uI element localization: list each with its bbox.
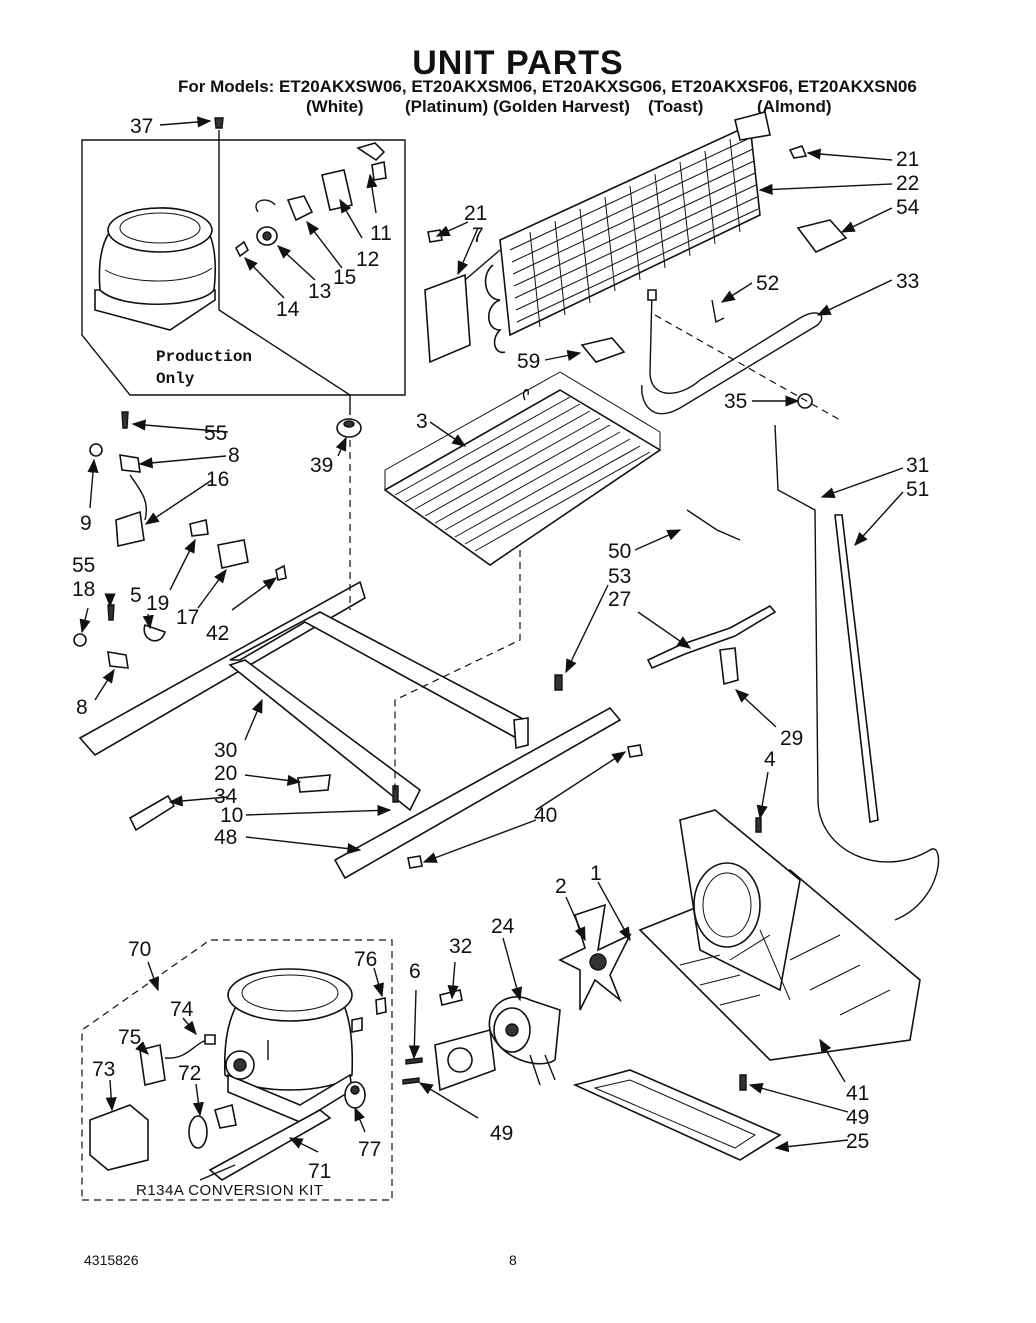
callout-49-left: 49	[490, 1122, 513, 1145]
color-white: (White)	[306, 97, 364, 116]
callout-76: 76	[354, 948, 377, 971]
overload-protector-parts	[214, 117, 387, 258]
color-golden-harvest: (Golden Harvest)	[493, 97, 630, 116]
callout-25: 25	[846, 1130, 869, 1153]
compressor-production	[94, 207, 217, 331]
callout-18: 18	[72, 578, 95, 601]
callout-55-top: 55	[204, 422, 227, 445]
callout-7: 7	[472, 224, 484, 247]
callout-70: 70	[128, 938, 151, 961]
callout-39: 39	[310, 454, 333, 477]
callout-29: 29	[780, 727, 803, 750]
callout-49-right: 49	[846, 1106, 869, 1129]
color-platinum: (Platinum)	[405, 97, 489, 116]
thermistor-and-clips	[427, 145, 848, 363]
callout-55-left: 55	[72, 554, 95, 577]
callout-16: 16	[206, 468, 229, 491]
callout-11: 11	[370, 222, 392, 245]
callout-4: 4	[764, 748, 776, 771]
production-note-line2: Only	[156, 370, 195, 388]
color-almond: (Almond)	[757, 97, 832, 116]
production-note-line1: Production	[156, 348, 252, 366]
callout-73: 73	[92, 1058, 115, 1081]
callout-53: 53	[608, 565, 631, 588]
callout-19: 19	[146, 592, 169, 615]
callout-1: 1	[590, 862, 602, 885]
callout-42: 42	[206, 622, 229, 645]
callout-74: 74	[170, 998, 194, 1021]
callout-21-top: 21	[896, 148, 919, 171]
page-number: 8	[509, 1252, 517, 1268]
callout-2: 2	[555, 875, 567, 898]
callout-8-top: 8	[228, 444, 240, 467]
document-number: 4315826	[84, 1252, 139, 1268]
callout-31: 31	[906, 454, 929, 477]
callout-12: 12	[356, 248, 379, 271]
defrost-timer-parts	[73, 411, 287, 669]
callout-75: 75	[118, 1026, 141, 1049]
callout-34: 34	[214, 785, 238, 808]
callout-10: 10	[220, 804, 243, 827]
callout-40: 40	[534, 804, 557, 827]
page-title: UNIT PARTS	[412, 44, 624, 82]
compressor-kit	[223, 968, 387, 1123]
compressor-mounting-frame	[78, 580, 643, 880]
kit-accessories	[89, 1034, 366, 1181]
kit-label: R134A CONVERSION KIT	[136, 1182, 324, 1199]
callout-6: 6	[409, 960, 421, 983]
callout-24: 24	[491, 915, 515, 938]
condenser-fan-and-motor	[402, 903, 632, 1092]
callout-50: 50	[608, 540, 631, 563]
callout-41: 41	[846, 1082, 869, 1105]
callout-15: 15	[333, 266, 356, 289]
callout-72: 72	[178, 1062, 201, 1085]
callout-52: 52	[756, 272, 779, 295]
color-toast: (Toast)	[648, 97, 704, 116]
heat-exchanger-tube-31	[774, 424, 940, 921]
callout-77: 77	[358, 1138, 381, 1161]
drain-pan-25	[572, 1069, 782, 1161]
callout-14: 14	[276, 298, 300, 321]
production-only-box: Production Only	[81, 139, 406, 396]
callout-37: 37	[130, 115, 153, 138]
grommet-39	[336, 418, 362, 438]
callout-30: 30	[214, 739, 237, 762]
callout-27: 27	[608, 588, 631, 611]
callout-20: 20	[214, 762, 237, 785]
callout-71: 71	[308, 1160, 331, 1183]
callout-13: 13	[308, 280, 331, 303]
machine-compartment-base	[638, 809, 921, 1091]
callout-35: 35	[724, 390, 747, 413]
callout-3: 3	[416, 410, 428, 433]
filter-dryer-27	[646, 509, 777, 686]
evaporator-coil	[383, 371, 662, 566]
callout-22: 22	[896, 172, 919, 195]
callout-48: 48	[214, 826, 237, 849]
callout-17: 17	[176, 606, 199, 629]
leader-lines	[79, 116, 904, 1153]
callout-9: 9	[80, 512, 92, 535]
callout-54: 54	[896, 196, 920, 219]
callout-51: 51	[906, 478, 929, 501]
callout-32: 32	[449, 935, 472, 958]
callout-33: 33	[896, 270, 919, 293]
models-line: For Models: ET20AKXSW06, ET20AKXSM06, ET…	[178, 77, 917, 96]
callout-59: 59	[517, 350, 540, 373]
callout-21-left: 21	[464, 202, 487, 225]
callout-8-left: 8	[76, 696, 88, 719]
condenser-coil	[424, 111, 771, 364]
callout-5: 5	[130, 584, 142, 607]
